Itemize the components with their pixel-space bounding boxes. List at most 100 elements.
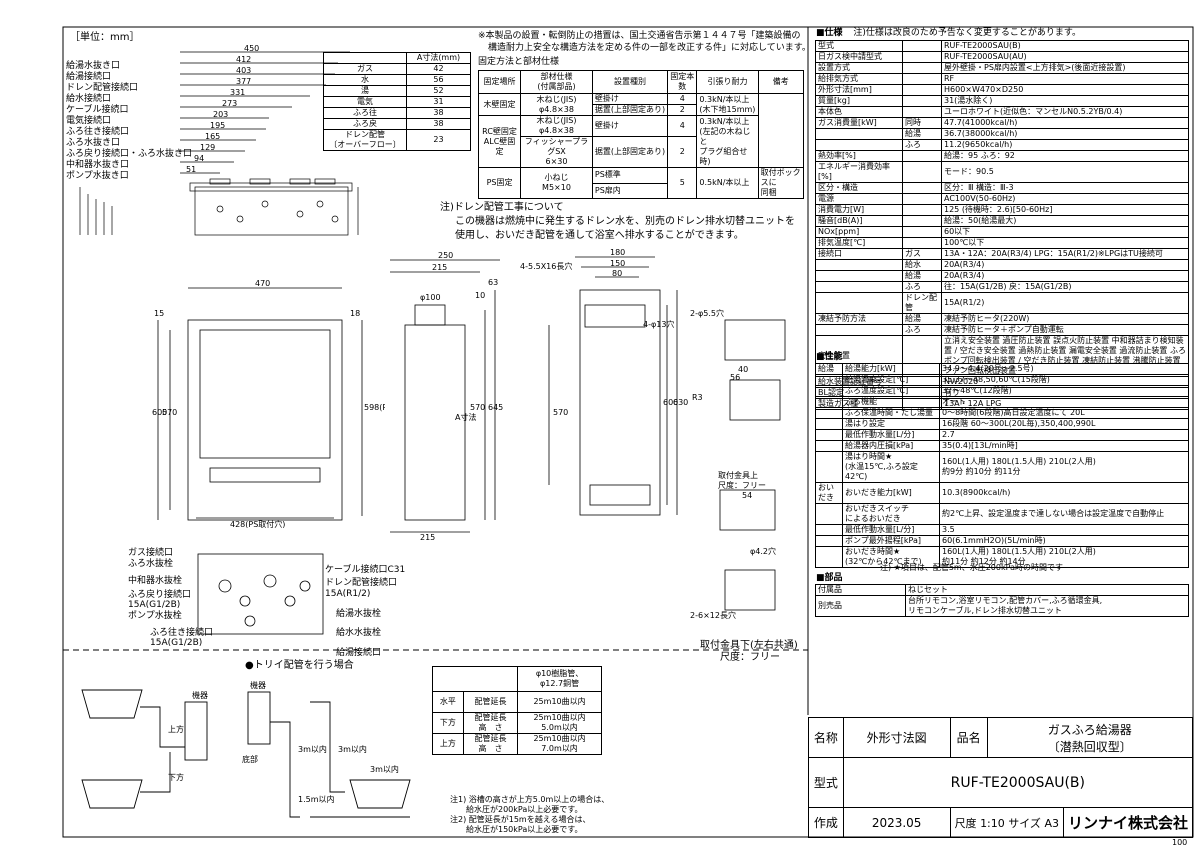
trap-label: 機器 xyxy=(250,680,266,690)
parts-table: 付属品ねじセット 別売品台所リモコン,浴室リモコン,配管カバー,ふろ循環金具, … xyxy=(815,584,1189,617)
spec-row: 本体色ユーロホワイト(近似色：マンセルN0.5.2YB/0.4) xyxy=(815,106,1189,118)
dim-label: 中和器水抜き口 xyxy=(66,160,130,170)
bottom-label: 15A(G1/2B) xyxy=(128,600,181,610)
spec-cell: 60以下 xyxy=(941,226,1189,238)
product-line-1: ガスふろ給湯器 xyxy=(1047,722,1132,737)
spec-cell: 同時 xyxy=(902,117,942,129)
trap-diagram: 機器 機器 底部 上方 下方 3m以内 1.5m以内 3m以内 3m以内 xyxy=(81,680,411,818)
spec-cell: 区分：Ⅲ 構造：Ⅲ-3 xyxy=(941,182,1189,194)
name-label: 名称 xyxy=(808,717,844,758)
perf-cell: 湯はり設定 xyxy=(842,418,940,430)
perf-cell: 最低作動水量[L/分] xyxy=(842,429,940,441)
spec-cell: 外形寸法[mm] xyxy=(815,84,903,96)
scale-label: 尺度 xyxy=(954,816,977,830)
trap-header: φ10樹脂管、 φ12.7銅管 xyxy=(517,666,602,692)
perf-cell: 給湯器内圧損[kPa] xyxy=(842,440,940,452)
perf-row: 給湯器内圧損[kPa]35(0.4)[13L/min時] xyxy=(815,440,1189,452)
trap-header xyxy=(431,666,519,692)
dim-377: 377 xyxy=(236,77,251,86)
perf-row: おいだきスイッチ によるおいだき約2℃上昇、設定温度まで達しない場合は設定温度で… xyxy=(815,503,1189,525)
spec-cell: 往：15A(G1/2B) 戻：15A(G1/2B) xyxy=(941,281,1189,293)
back-dim: 180 xyxy=(610,248,625,257)
bottom-label: ケーブル接続口C31 xyxy=(325,565,406,575)
spec-cell: 100℃以下 xyxy=(941,237,1189,249)
perf-cell: 16段階 60〜300L(20L毎),350,400,990L xyxy=(939,418,1189,430)
side-view-drawing: 250 215 φ100 10 63 570 645 215 A寸法 xyxy=(390,251,503,540)
parts-value: ねじセット xyxy=(905,584,1189,596)
spec-cell: 区分・構造 xyxy=(815,182,903,194)
fix-table-caption: 固定方法と部材仕様 xyxy=(478,57,560,67)
spec-cell xyxy=(902,40,942,52)
spec-cell: 36.7(38000kcal/h) xyxy=(941,128,1189,140)
unit-label: ［単位：mm］ xyxy=(70,32,140,43)
spec-note: 注)仕様は改良のため予告なく変更することがあります。 xyxy=(853,28,1082,38)
spec-cell: 型式 xyxy=(815,40,903,52)
a-row-value: 38 xyxy=(406,118,471,130)
spec-cell: 47.7(41000kcal/h) xyxy=(941,117,1189,129)
fix-cell: PS固定 xyxy=(477,167,522,199)
spec-cell: 排気温度[℃] xyxy=(815,237,903,249)
spec-row: 設置方式屋外壁掛・PS扉内設置<上方排気>(後面近接設置) xyxy=(815,62,1189,74)
perf-cell: 湯はり時間★ (水温15℃,ふろ設定42℃) xyxy=(842,451,940,483)
perf-cell xyxy=(815,524,843,536)
perf-cell: 給湯能力[kW] xyxy=(842,363,940,375)
trap-cell: 25m10曲以内 xyxy=(517,691,602,713)
spec-cell xyxy=(902,95,942,107)
spec-cell: 給湯 xyxy=(902,313,942,325)
bottom-label: 給湯接続口 xyxy=(336,648,382,658)
fix-cell: RC壁固定 ALC壁固定 xyxy=(477,115,522,168)
bottom-label: 15A(R1/2) xyxy=(325,589,371,599)
perf-row: ふろ温度設定[℃]37〜48℃(12段階) xyxy=(815,385,1189,397)
fix-cell: 据置(上部固定あり) xyxy=(591,104,669,116)
side-dim: 215 xyxy=(420,533,435,540)
fix-cell: 壁掛け xyxy=(591,93,669,105)
perf-cell xyxy=(815,546,843,568)
model-label: 型式 xyxy=(808,757,844,808)
perf-row: 最低作動水量[L/分]2.7 xyxy=(815,429,1189,441)
perf-cell xyxy=(815,418,843,430)
side-dim: 645 xyxy=(488,403,503,412)
perf-cell: ふろ保温時間・たし湯量 xyxy=(842,407,940,419)
spec-cell: ガス xyxy=(902,248,942,260)
back-dim: 4-φ13穴 xyxy=(643,319,674,329)
spec-cell: ガス消費量[kW] xyxy=(815,117,903,129)
perf-cell xyxy=(815,451,843,483)
perf-cell: 約2℃上昇、設定温度まで達しない場合は設定温度で自動停止 xyxy=(939,503,1189,525)
dim-331: 331 xyxy=(230,88,245,97)
fix-cell: 0.3kN/本以上 (木下地15mm) xyxy=(696,93,759,116)
bracket-dim: 2-φ5.5穴 xyxy=(690,308,724,318)
perf-cell: 35(0.4)[13L/min時] xyxy=(939,440,1189,452)
fix-cell: 木ねじ(JIS) φ4.8×38 xyxy=(520,115,593,137)
back-view-drawing: 180 150 80 4-5.5X16長穴 4-φ13穴 570 600 630 xyxy=(520,248,688,516)
model-value: RUF-TE2000SAU(B) xyxy=(842,757,1194,808)
perf-cell xyxy=(815,385,843,397)
dim-273: 273 xyxy=(222,99,237,108)
perf-row: ポンプ最外揚程[kPa]60(6.1mmH2O)(5L/min時) xyxy=(815,535,1189,547)
spec-cell: 給水 xyxy=(902,259,942,271)
a-table-header: A寸法(mm) xyxy=(406,52,471,64)
spec-cell: エネルギー消費効率[%] xyxy=(815,161,903,183)
back-dim: 150 xyxy=(610,259,625,268)
perf-cell: ポンプ最外揚程[kPa] xyxy=(842,535,940,547)
spec-cell: 給湯：95 ふろ：92 xyxy=(941,150,1189,162)
trap-label: 3m以内 xyxy=(370,764,399,774)
spec-cell xyxy=(815,139,903,151)
perf-cell: ふろ機能 xyxy=(842,396,940,408)
back-dim: 630 xyxy=(673,398,688,407)
perf-cell: ふろ温度設定[℃] xyxy=(842,385,940,397)
fix-cell: 4 xyxy=(667,115,698,137)
back-dim: 80 xyxy=(612,269,622,278)
bottom-label: 中和器水抜栓 xyxy=(128,576,183,586)
trap-cell: 下方 xyxy=(432,712,464,734)
created-value: 2023.05 xyxy=(842,807,951,838)
trap-note: 給水圧が200kPa以上必要です。 xyxy=(450,805,583,814)
perf-cell: 34.9〜4.4(20号〜2.5号) xyxy=(939,363,1189,375)
